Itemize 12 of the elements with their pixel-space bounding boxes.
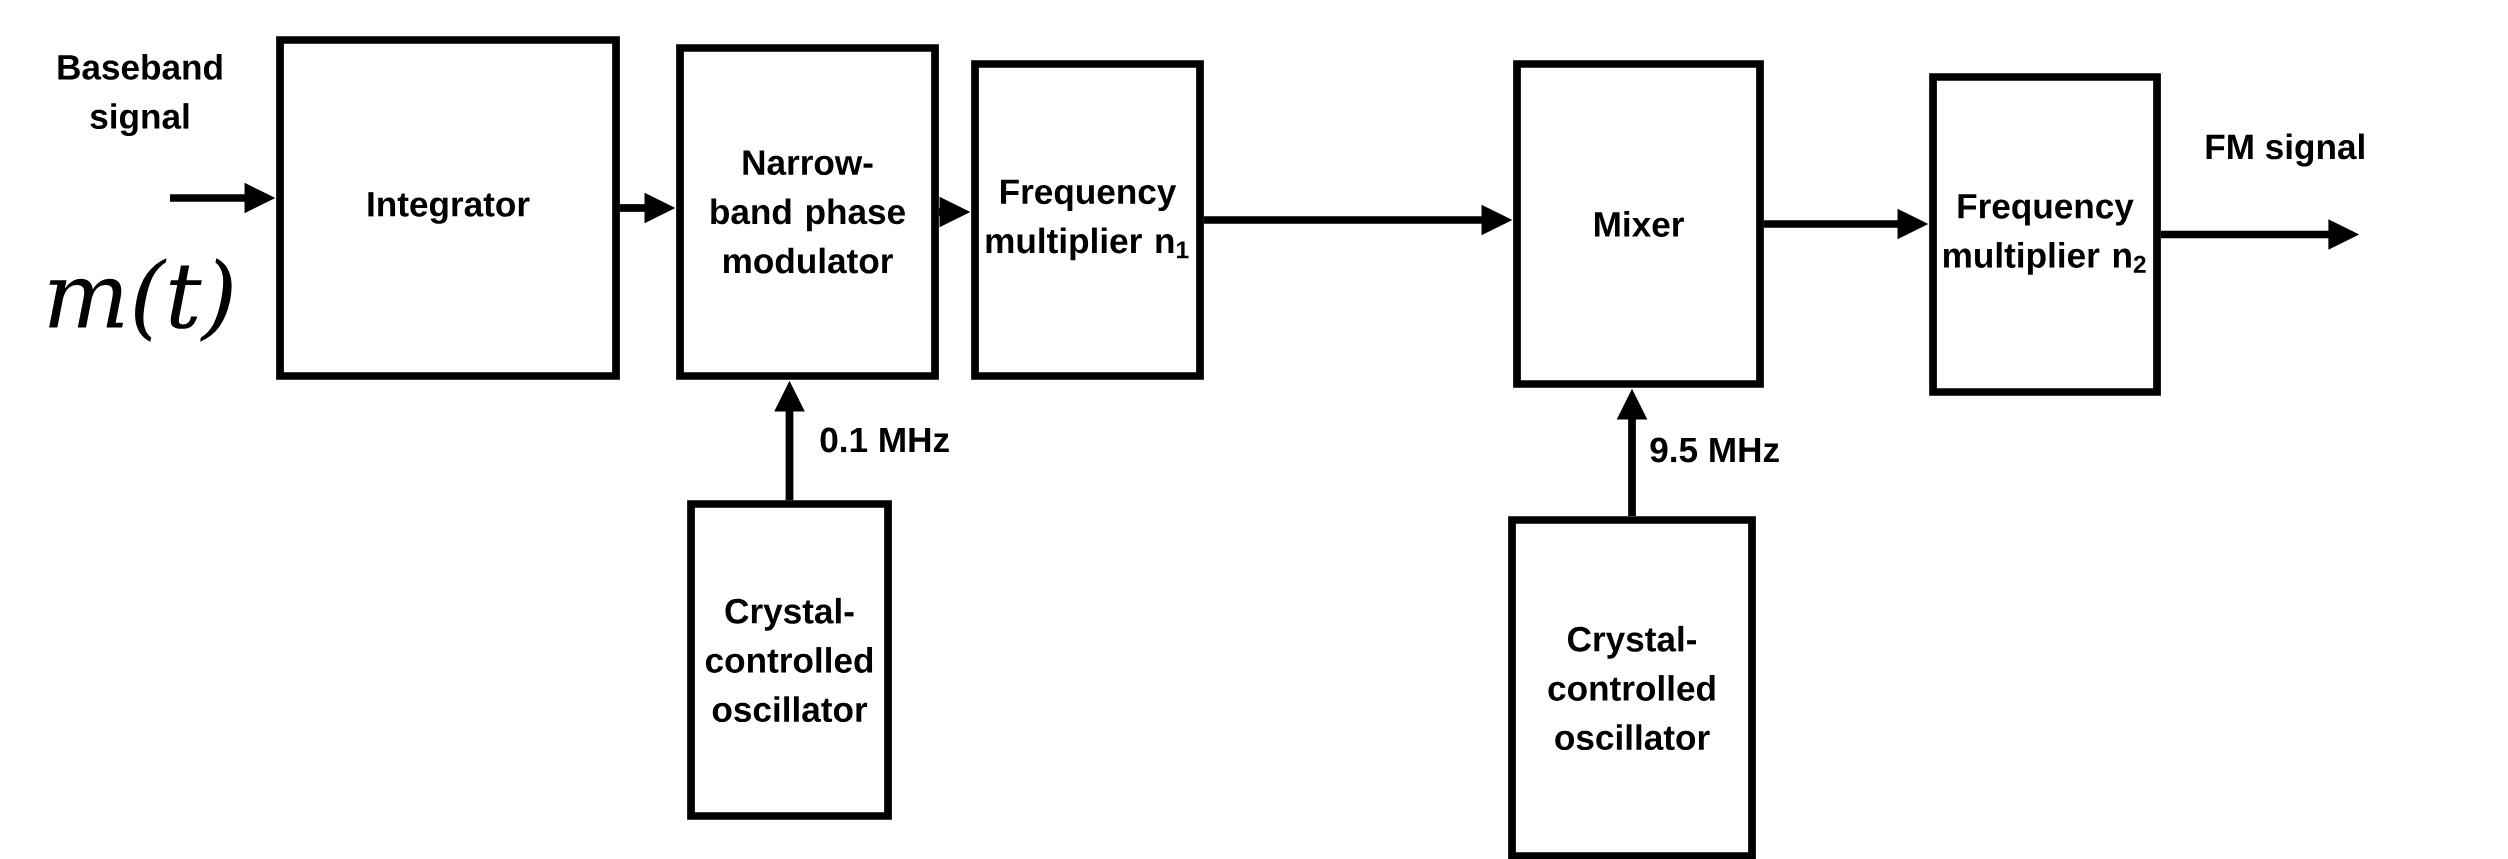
block-box: Mixer [1513, 60, 1764, 388]
block-box: Integrator [276, 36, 620, 380]
block-box: Crystal-controlled oscillator [687, 500, 892, 820]
signal-label: 9.5 MHz [1650, 437, 1779, 463]
signal-label: 0.1 MHz [820, 427, 949, 453]
signal-label: FM signal [2206, 133, 2364, 167]
block-box: Frequency multiplier n$_{1}$ [971, 60, 1204, 380]
signal-label: Baseband signal [58, 53, 222, 137]
block-box: Crystal-controlled oscillator [1508, 516, 1756, 859]
block-box: Narrow-band phase modulator [676, 44, 939, 380]
block-box: Frequency multiplier n$_{2}$ [1929, 73, 2161, 396]
handwritten-label: m(t) [49, 258, 232, 342]
